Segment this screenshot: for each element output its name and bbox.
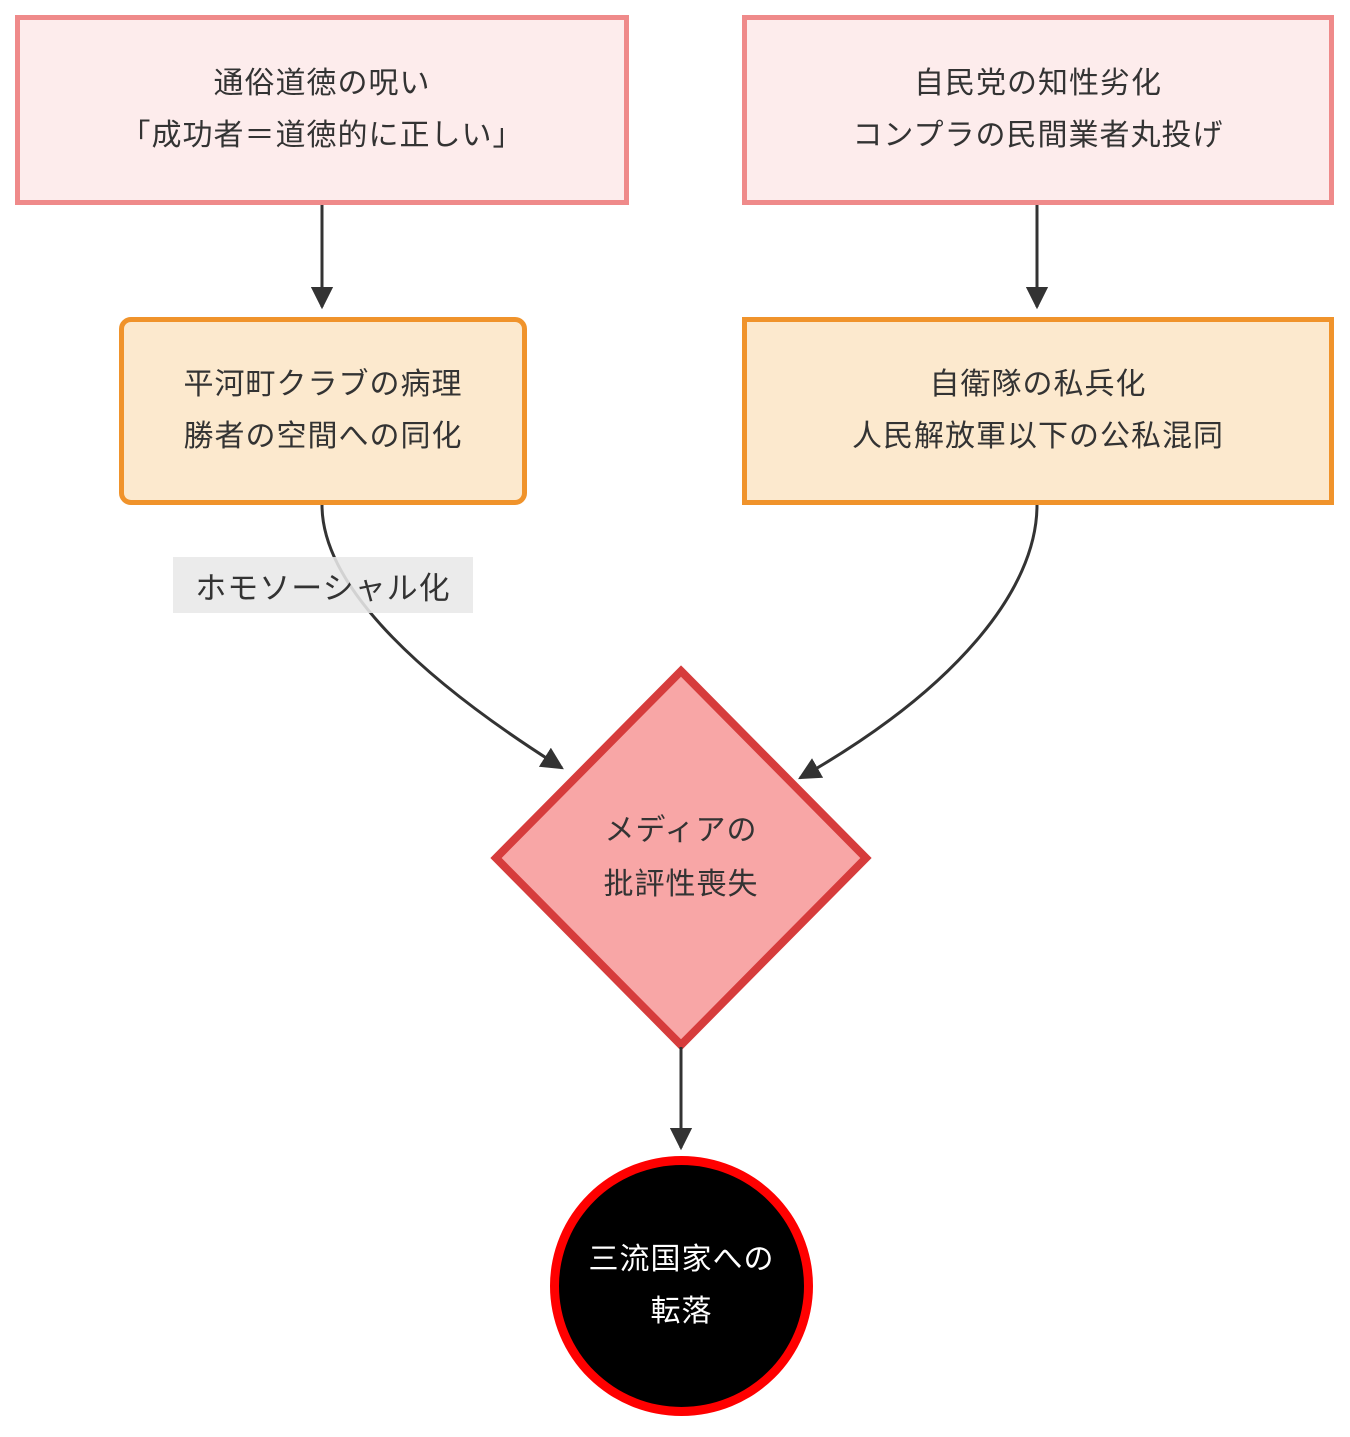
node-hirakawacho-club: 平河町クラブの病理 勝者の空間への同化 — [119, 317, 527, 505]
node-hirakawacho-club-line2: 勝者の空間への同化 — [183, 420, 463, 453]
node-ldp-decay-line1: 自民党の知性劣化 — [914, 66, 1162, 100]
node-media-criticism-loss-shape — [490, 665, 872, 1051]
node-third-rate-nation: 三流国家への 転落 — [550, 1156, 813, 1416]
edge-jsdf-to-media — [798, 504, 1039, 780]
node-jsdf-privatization: 自衛隊の私兵化 人民解放軍以下の公私混同 — [742, 317, 1334, 505]
node-third-rate-nation-line2: 転落 — [650, 1295, 713, 1328]
node-third-rate-nation-line1: 三流国家への — [588, 1242, 775, 1276]
node-jsdf-privatization-line2: 人民解放軍以下の公私混同 — [852, 420, 1224, 453]
node-jsdf-privatization-line1: 自衛隊の私兵化 — [929, 367, 1147, 401]
node-folk-morality: 通俗道徳の呪い 「成功者＝道徳的に正しい」 — [15, 15, 629, 205]
edge-hirakawacho-to-media — [320, 504, 564, 770]
node-ldp-decay-line2: コンプラの民間業者丸投げ — [852, 119, 1224, 152]
node-folk-morality-line1: 通俗道徳の呪い — [213, 66, 431, 100]
edge-label-homosocial: ホモソーシャル化 — [173, 557, 473, 613]
node-hirakawacho-club-line1: 平河町クラブの病理 — [183, 367, 463, 401]
node-ldp-decay: 自民党の知性劣化 コンプラの民間業者丸投げ — [742, 15, 1334, 205]
edge-label-homosocial-text: ホモソーシャル化 — [195, 570, 451, 606]
node-folk-morality-line2: 「成功者＝道徳的に正しい」 — [120, 119, 524, 152]
